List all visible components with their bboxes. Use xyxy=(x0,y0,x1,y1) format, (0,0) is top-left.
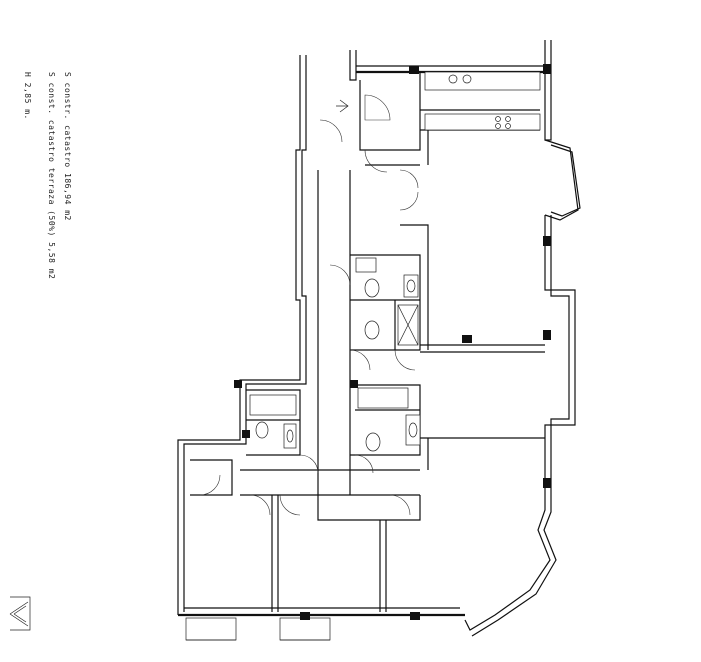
fixtures xyxy=(249,71,541,452)
columns xyxy=(234,64,551,620)
doors xyxy=(199,94,419,516)
interior-walls xyxy=(190,72,545,612)
north-arrow-icon xyxy=(9,596,31,631)
balconies xyxy=(185,617,331,641)
entrance-arrow-icon xyxy=(336,99,349,113)
